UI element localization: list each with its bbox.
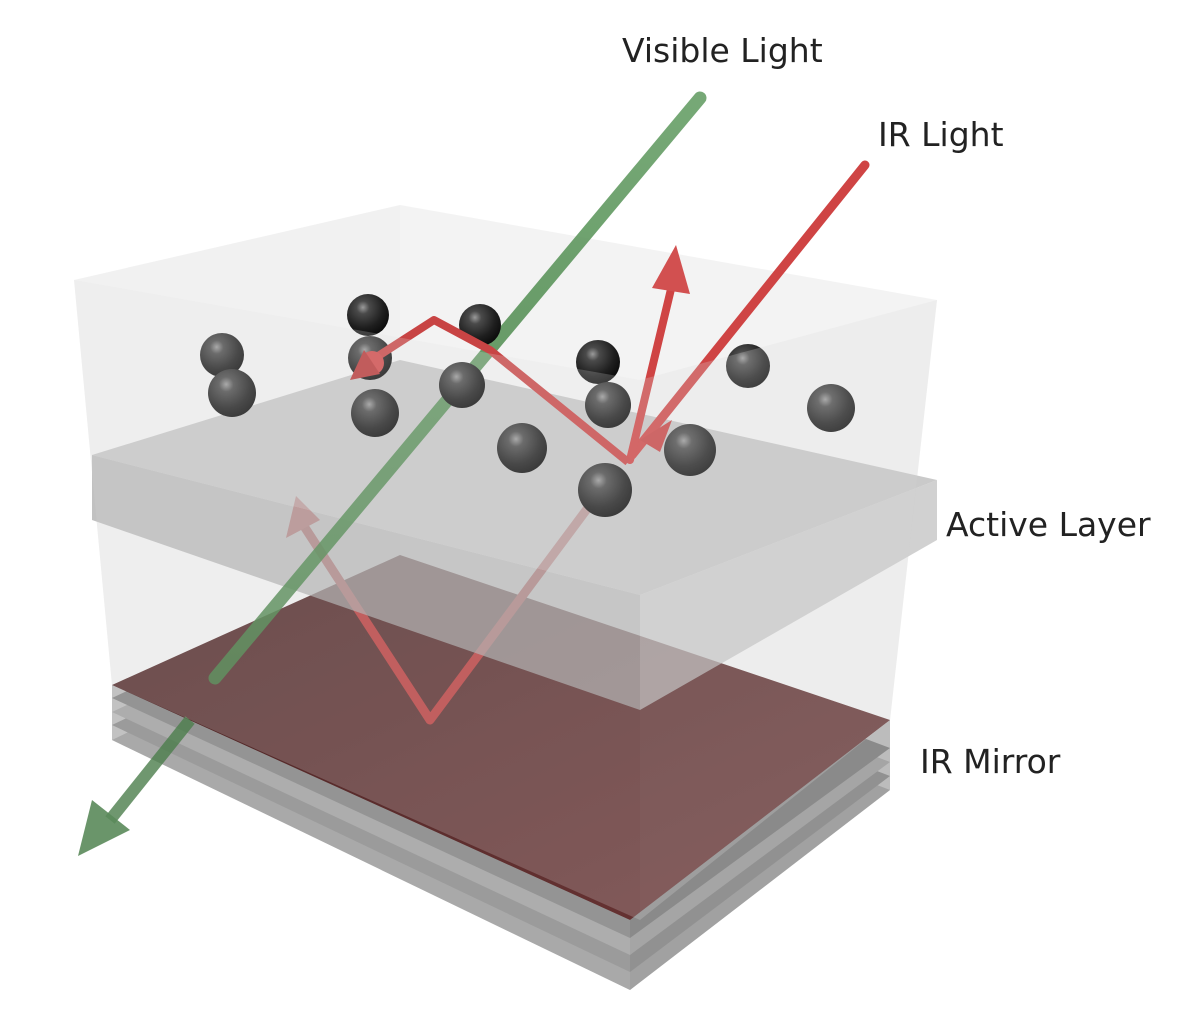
active-layer-front (92, 455, 640, 710)
ir-scatter-up-arrowhead (652, 245, 690, 294)
ir-incoming-arrowhead (640, 420, 672, 452)
ir-light-incoming (627, 160, 870, 460)
particle (439, 362, 485, 408)
visible-light-transmitted (105, 716, 195, 824)
ir-scatter-arrowhead (350, 350, 380, 380)
visible-light-arrowhead (78, 800, 130, 856)
box-front-right-face (640, 300, 937, 920)
ir-scatter-up (626, 281, 676, 464)
visible-light-label: Visible Light (622, 31, 823, 70)
ir-light-label: IR Light (878, 115, 1004, 154)
active-layer (92, 360, 937, 710)
active-layer-label: Active Layer (946, 505, 1151, 544)
particle (208, 369, 256, 417)
mirror-right-face (630, 720, 890, 990)
active-layer-top (92, 360, 937, 595)
ir-light-beam (350, 160, 870, 466)
particle (200, 333, 244, 377)
ir-mirror-stack (112, 555, 890, 990)
ir-mirror-label: IR Mirror (920, 742, 1061, 781)
enclosure-front (74, 280, 937, 920)
box-front-left-face (74, 280, 640, 920)
particle (807, 384, 855, 432)
ir-scatter-path (369, 316, 631, 466)
particle (726, 344, 770, 388)
particle (578, 463, 632, 517)
particle (347, 294, 389, 336)
mirror-front-face (112, 685, 630, 990)
particle (497, 423, 547, 473)
mirror-top-surface (112, 555, 890, 920)
active-layer-right (640, 480, 937, 710)
particle (576, 340, 620, 384)
particle (585, 382, 631, 428)
particle (664, 424, 716, 476)
particle (351, 389, 399, 437)
